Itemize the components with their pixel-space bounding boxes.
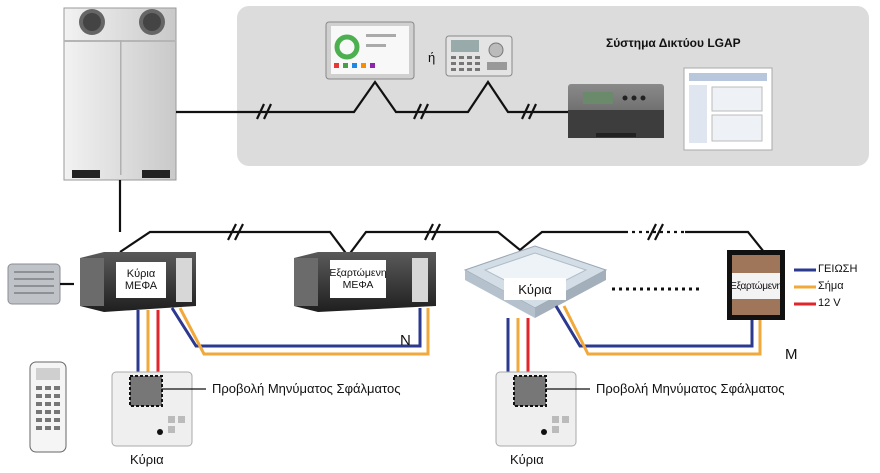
error-label-right: Προβολή Μηνύματος Σφάλματος (596, 381, 785, 396)
slave-duct-label-line2: ΜΕΦΑ (342, 279, 374, 291)
n-label: N (400, 332, 411, 349)
m-label: M (785, 346, 798, 363)
master-duct-unit (80, 252, 196, 312)
controller-caption-left: Κύρια (130, 452, 164, 467)
slave-duct-unit (294, 252, 436, 312)
slave-duct-label: Εξαρτώμενη ΜΕΦΑ (328, 261, 388, 297)
pc-screen (683, 67, 773, 151)
controller-caption-right: Κύρια (510, 452, 544, 467)
indoor-comm-line (118, 180, 765, 258)
lgap-network-line (176, 80, 568, 120)
cassette-label: Κύρια (504, 278, 566, 300)
outdoor-unit (63, 7, 177, 181)
sensor-module (7, 263, 74, 305)
keypad-controller (445, 35, 513, 77)
legend-label-signal: Σήμα (818, 280, 844, 292)
or-label: ή (428, 50, 436, 65)
lgap-gateway (568, 84, 664, 138)
wall-controller-left (111, 371, 193, 447)
legend-label-ground: ΓΕΙΩΣΗ (818, 263, 858, 275)
master-duct-label: Κύρια ΜΕΦΑ (116, 263, 166, 297)
slave-m-label: Εξαρτώμενη (730, 280, 782, 292)
legend-lines (794, 268, 816, 306)
wall-controller-right (495, 371, 577, 447)
slave-unit-m (727, 250, 785, 320)
cassette-unit (463, 245, 608, 318)
remote-control (29, 361, 67, 453)
touch-controller (325, 21, 415, 80)
network-title: Σύστημα Δικτύου LGAP (606, 36, 741, 50)
slave-duct-label-line1: Εξαρτώμενη (329, 267, 387, 279)
wires-right (506, 305, 762, 372)
master-duct-label-line1: Κύρια (126, 268, 156, 280)
error-label-left: Προβολή Μηνύματος Σφάλματος (212, 381, 401, 396)
legend-label-12v: 12 V (818, 297, 841, 309)
wires-left (136, 307, 430, 372)
master-duct-label-line2: ΜΕΦΑ (124, 280, 158, 292)
